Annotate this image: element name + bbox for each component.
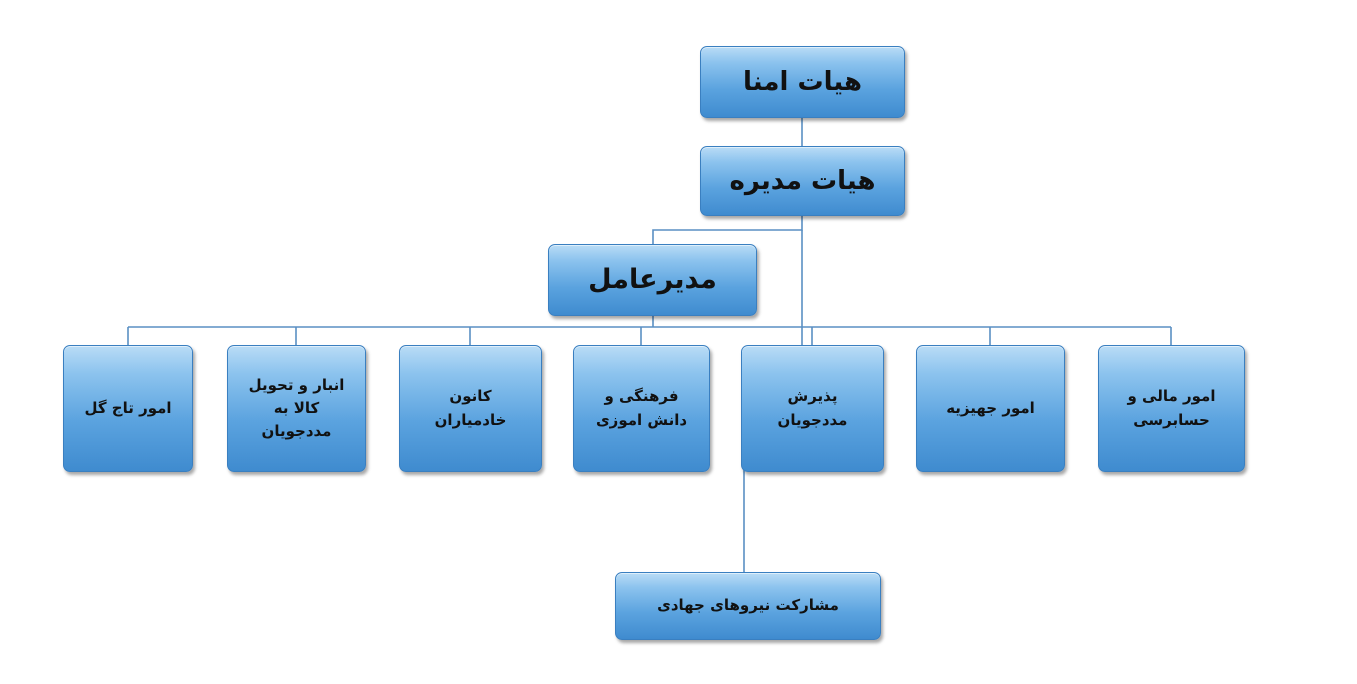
node-label: مدیرعامل [588,264,717,296]
node-jahadi: مشارکت نیروهای جهادی [615,572,881,640]
node-warehouse: انبار و تحویل کالا به مددجویان [227,345,366,472]
node-label: انبار و تحویل کالا به مددجویان [248,375,345,441]
node-board-of-directors: هیات مدیره [700,146,905,216]
node-admission: پذیرش مددجویان [741,345,884,472]
node-label: امور مالی و حسابرسی [1127,387,1216,429]
node-board-of-trustees: هیات امنا [700,46,905,118]
node-label: امور جهیزیه [946,398,1035,417]
node-label: امور تاج گل [84,398,172,417]
node-finance: امور مالی و حسابرسی [1098,345,1245,472]
node-label: فرهنگی و دانش اموزی [595,387,688,429]
node-crown: امور تاج گل [63,345,193,472]
node-culture: فرهنگی و دانش اموزی [573,345,710,472]
node-kanoon: کانون خادمیاران [399,345,542,472]
node-label: کانون خادمیاران [434,387,507,429]
node-label: مشارکت نیروهای جهادی [657,596,839,615]
node-ceo: مدیرعامل [548,244,757,316]
node-label: پذیرش مددجویان [777,387,848,429]
node-label: هیات امنا [743,66,862,97]
node-label: هیات مدیره [729,165,876,196]
edge-directors-ceo [652,216,803,244]
node-dowry: امور جهیزیه [916,345,1065,472]
